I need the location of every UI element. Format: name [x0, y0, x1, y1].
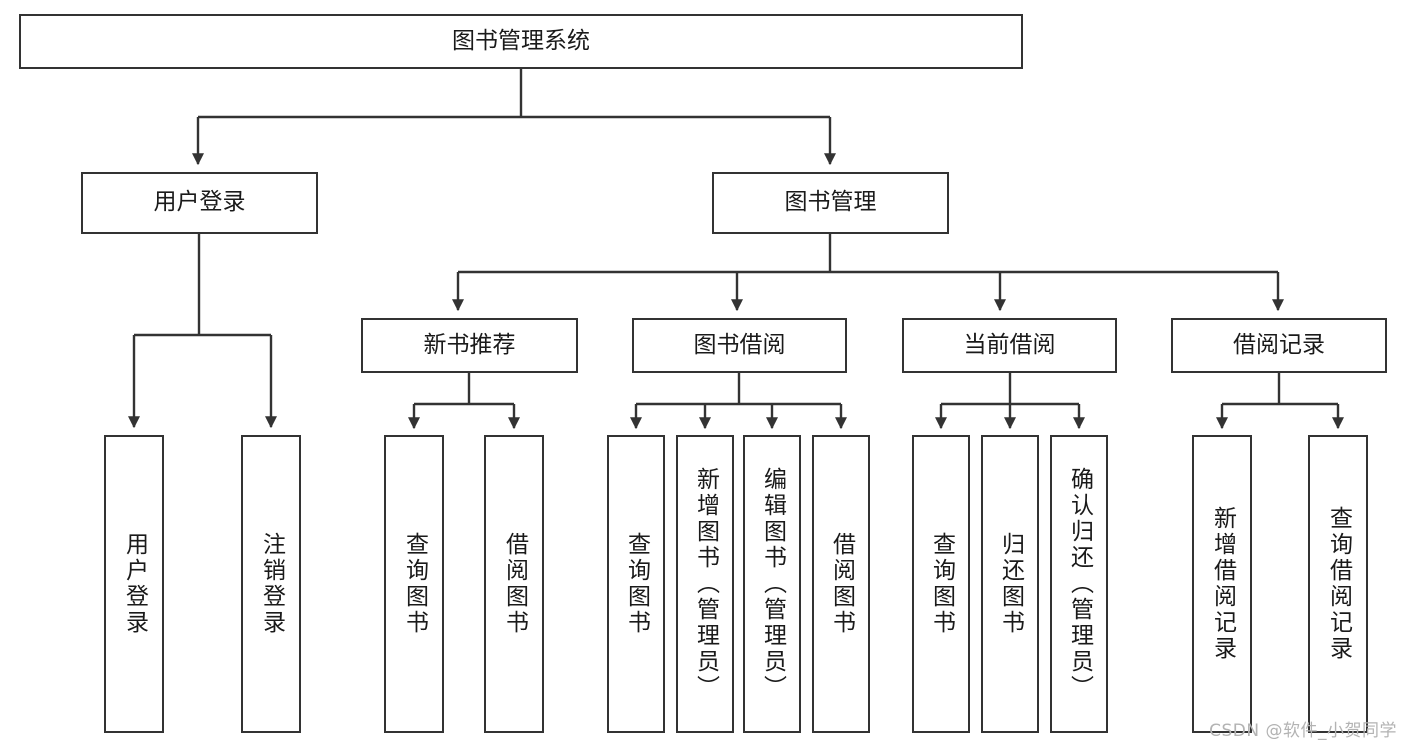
node-leaf-user-login[interactable]: 用户登录: [104, 435, 164, 733]
node-new-book-recommend-label: 新书推荐: [423, 331, 516, 358]
node-leaf-return-book[interactable]: 归还图书: [981, 435, 1039, 733]
node-leaf-query-record-label: 查询借阅记录: [1325, 506, 1352, 662]
node-leaf-query-record[interactable]: 查询借阅记录: [1308, 435, 1368, 733]
node-root-system-label: 图书管理系统: [452, 27, 590, 54]
node-leaf-confirm-return[interactable]: 确认归还（管理员）: [1050, 435, 1108, 733]
node-leaf-borrow-book-1[interactable]: 借阅图书: [484, 435, 544, 733]
node-leaf-borrow-book-2-label: 借阅图书: [828, 532, 855, 636]
node-book-borrow-label: 图书借阅: [693, 331, 786, 358]
node-borrow-record[interactable]: 借阅记录: [1171, 318, 1387, 373]
node-leaf-user-login-label: 用户登录: [121, 532, 148, 636]
node-leaf-logout-login-label: 注销登录: [258, 532, 285, 636]
node-leaf-query-book-1[interactable]: 查询图书: [384, 435, 444, 733]
node-user-login[interactable]: 用户登录: [81, 172, 318, 234]
node-borrow-record-label: 借阅记录: [1233, 331, 1325, 358]
node-leaf-query-book-3-label: 查询图书: [928, 532, 955, 636]
node-book-manage-label: 图书管理: [784, 189, 877, 216]
node-book-manage[interactable]: 图书管理: [712, 172, 949, 234]
node-leaf-query-book-1-label: 查询图书: [401, 532, 428, 636]
node-leaf-query-book-3[interactable]: 查询图书: [912, 435, 970, 733]
node-current-borrow-label: 当前借阅: [963, 331, 1056, 358]
node-leaf-confirm-return-label: 确认归还（管理员）: [1066, 467, 1093, 701]
node-current-borrow[interactable]: 当前借阅: [902, 318, 1117, 373]
node-leaf-add-record-label: 新增借阅记录: [1209, 506, 1236, 662]
node-leaf-borrow-book-1-label: 借阅图书: [501, 532, 528, 636]
node-leaf-add-book[interactable]: 新增图书（管理员）: [676, 435, 734, 733]
node-leaf-query-book-2-label: 查询图书: [623, 532, 650, 636]
node-user-login-label: 用户登录: [153, 189, 246, 216]
csdn-watermark: CSDN @软件_小贺同学: [1209, 721, 1397, 741]
node-new-book-recommend[interactable]: 新书推荐: [361, 318, 578, 373]
node-leaf-edit-book[interactable]: 编辑图书（管理员）: [743, 435, 801, 733]
node-leaf-borrow-book-2[interactable]: 借阅图书: [812, 435, 870, 733]
node-leaf-query-book-2[interactable]: 查询图书: [607, 435, 665, 733]
node-leaf-add-record[interactable]: 新增借阅记录: [1192, 435, 1252, 733]
node-root-system[interactable]: 图书管理系统: [19, 14, 1023, 69]
node-book-borrow[interactable]: 图书借阅: [632, 318, 847, 373]
node-leaf-edit-book-label: 编辑图书（管理员）: [759, 467, 786, 701]
node-leaf-return-book-label: 归还图书: [997, 532, 1024, 636]
node-leaf-add-book-label: 新增图书（管理员）: [692, 467, 719, 701]
node-leaf-logout-login[interactable]: 注销登录: [241, 435, 301, 733]
